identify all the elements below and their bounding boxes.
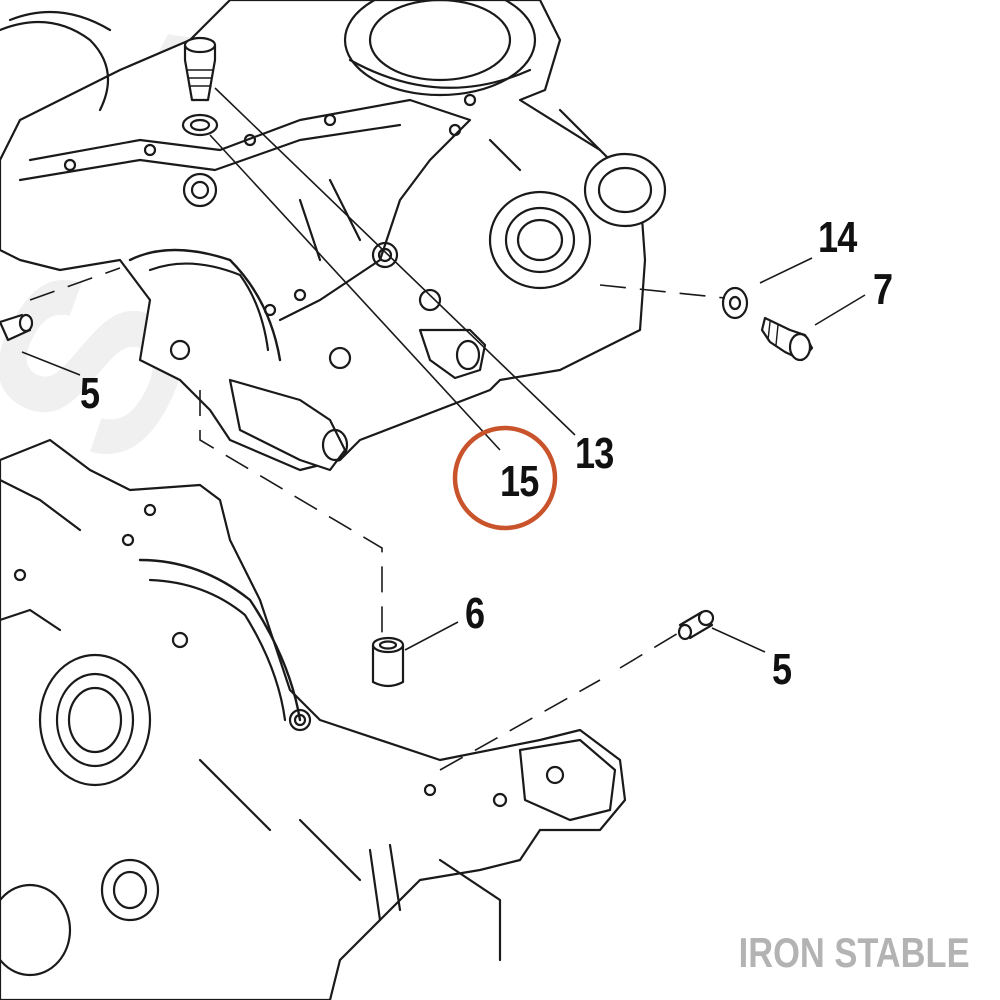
callout-14: 14 xyxy=(818,213,857,262)
dowel-5-left xyxy=(0,313,34,342)
callout-5-right: 5 xyxy=(772,645,792,694)
leader-5-right xyxy=(711,627,766,653)
leader-lines xyxy=(21,87,866,653)
dowel-6 xyxy=(371,636,405,688)
alignment-lines xyxy=(29,267,726,771)
callout-6: 6 xyxy=(465,589,485,638)
bolt-7 xyxy=(760,316,814,362)
upper-crankcase-half xyxy=(0,0,667,472)
callout-5-left: 5 xyxy=(80,369,100,418)
bolt-and-washer xyxy=(181,36,219,137)
callout-13: 13 xyxy=(575,429,614,478)
leader-14 xyxy=(759,257,813,284)
leader-7 xyxy=(814,294,866,326)
lower-crankcase-half xyxy=(0,438,627,1000)
dowel-5-right xyxy=(677,609,715,641)
highlight-circle xyxy=(452,425,558,531)
washer-14 xyxy=(721,286,749,320)
leader-15 xyxy=(209,134,501,451)
leader-6 xyxy=(404,621,459,651)
brand-watermark: IRON STABLE xyxy=(739,929,970,976)
leader-5-left xyxy=(21,351,81,376)
callout-15: 15 xyxy=(500,457,539,506)
callout-7: 7 xyxy=(873,265,893,314)
leader-13 xyxy=(214,87,576,436)
